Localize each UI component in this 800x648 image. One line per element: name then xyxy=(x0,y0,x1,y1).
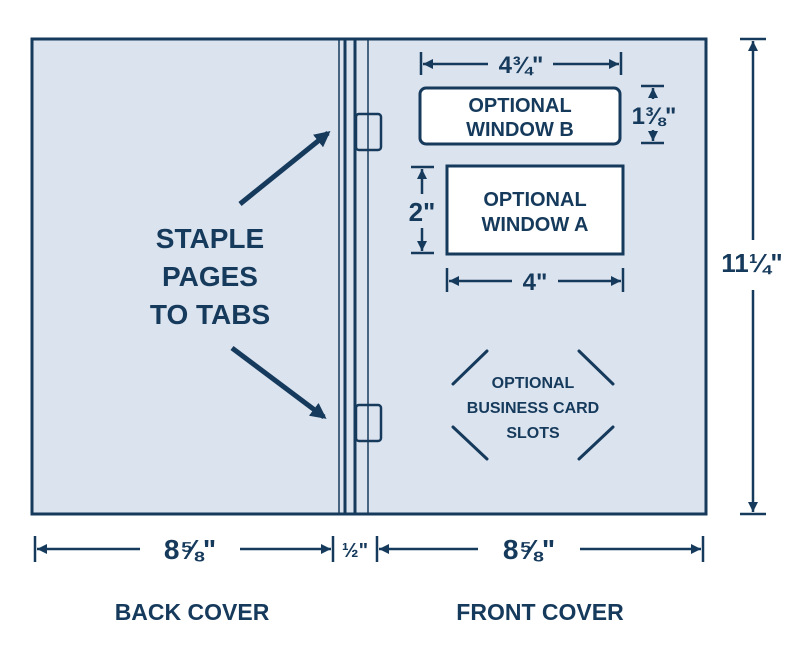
window-a-width-dimension xyxy=(445,268,625,292)
back-width-label: 8⅝" xyxy=(164,534,216,565)
staple-arrow-down xyxy=(230,346,327,419)
staple-label-line1: STAPLE xyxy=(156,223,264,254)
window-a-line2: WINDOW A xyxy=(481,214,588,236)
front-cover-label: FRONT COVER xyxy=(456,599,624,625)
total-height-label: 11¼" xyxy=(721,248,783,278)
window-b-line2: WINDOW B xyxy=(466,119,574,141)
total-height-dimension xyxy=(740,37,766,516)
card-slots-line2: BUSINESS CARD xyxy=(467,400,599,417)
window-a-line1: OPTIONAL xyxy=(483,189,586,211)
bottom-width-dimensions xyxy=(33,536,705,562)
window-a-height-dimension xyxy=(411,165,434,255)
window-a-width-label: 4" xyxy=(523,269,548,296)
window-b-width-label: 4¾" xyxy=(499,52,544,79)
staple-label-line3: TO TABS xyxy=(150,299,270,330)
staple-arrow-up xyxy=(238,130,331,206)
staple-label-line2: PAGES xyxy=(162,261,258,292)
front-width-label: 8⅝" xyxy=(503,534,555,565)
window-b-height-label: 1⅜" xyxy=(632,103,677,130)
card-slots-line3: SLOTS xyxy=(506,425,560,442)
window-b-width-dimension xyxy=(419,52,623,75)
window-b-line1: OPTIONAL xyxy=(468,95,571,117)
staple-tab-bottom xyxy=(354,403,383,443)
back-cover-label: BACK COVER xyxy=(115,599,270,625)
window-a xyxy=(445,164,625,256)
window-b xyxy=(418,86,622,146)
window-a-height-label: 2" xyxy=(409,197,436,227)
business-card-slot-corners xyxy=(451,349,615,461)
window-b-height-dimension xyxy=(641,84,664,145)
staple-tab-top xyxy=(354,112,383,152)
spine-width-label: ½" xyxy=(342,540,368,562)
card-slots-line1: OPTIONAL xyxy=(492,375,575,392)
